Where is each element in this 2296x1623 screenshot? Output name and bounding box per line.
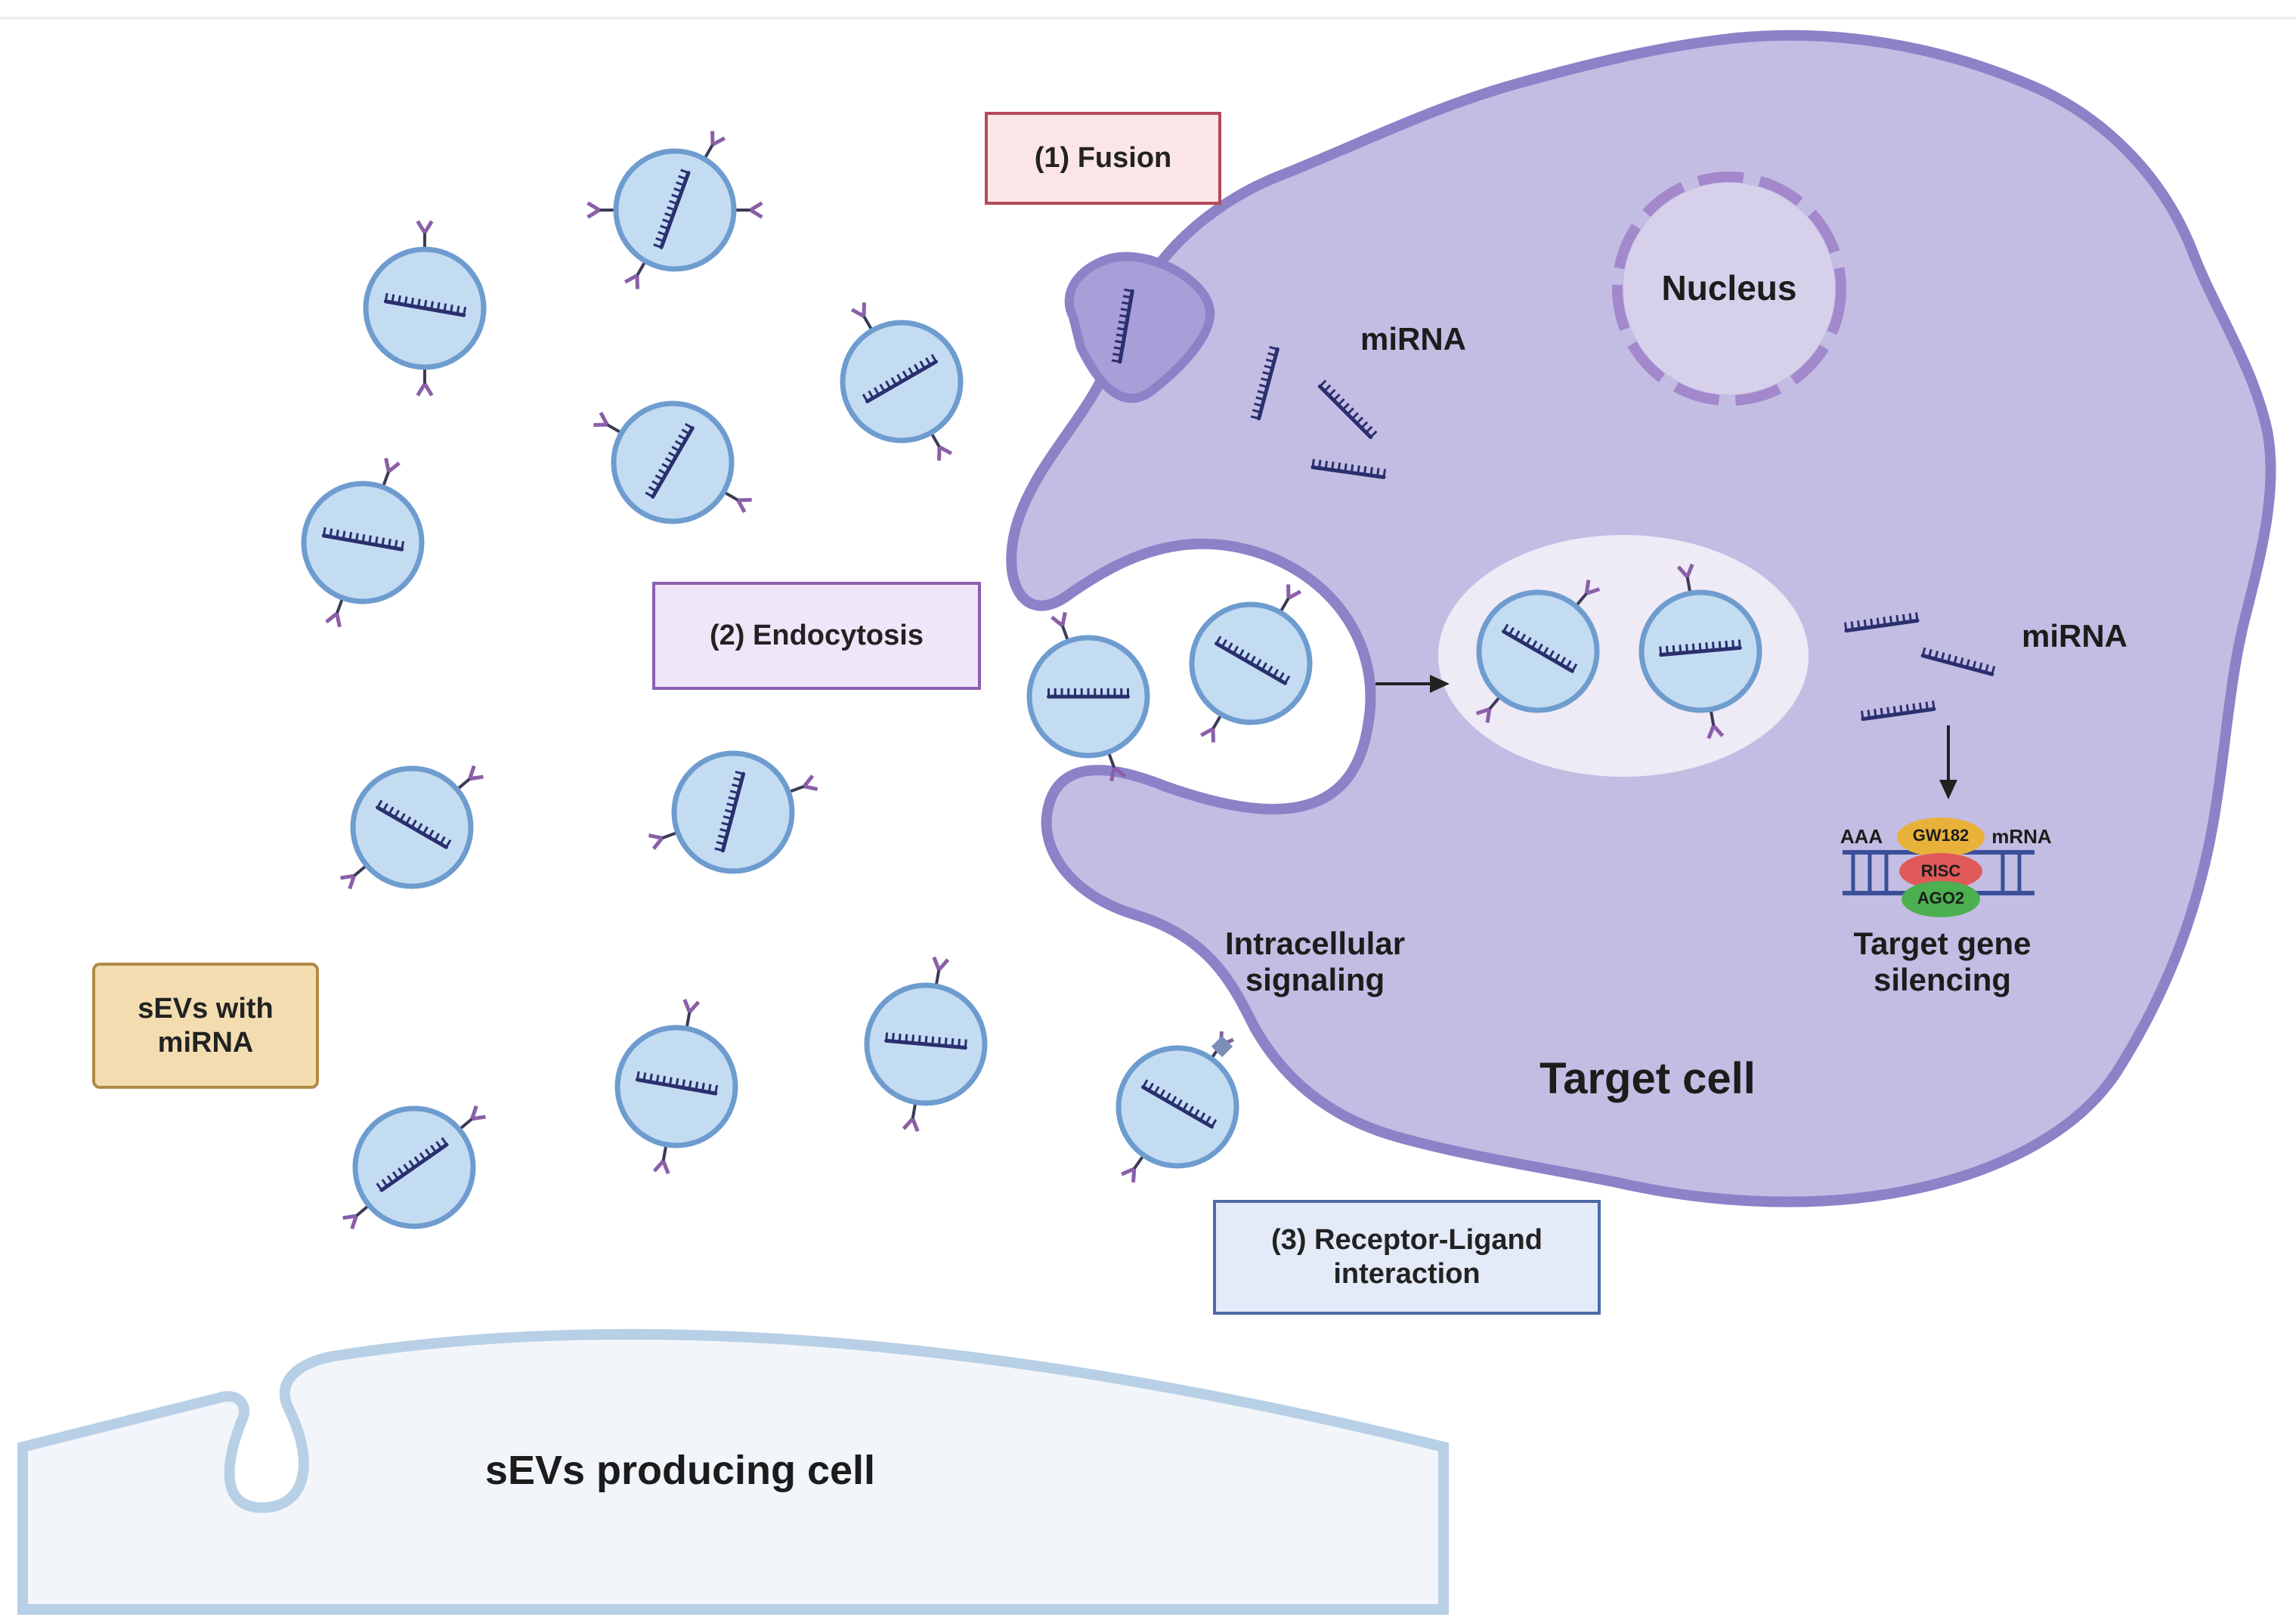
mirna-label-right: miRNA: [2014, 618, 2135, 654]
vesicle-icon: [588, 131, 763, 289]
vesicle-icon: [304, 458, 422, 626]
aaa-label: AAA: [1835, 826, 1888, 849]
vesicle-icon: [1029, 612, 1147, 781]
vesicle-icon: [617, 1000, 735, 1173]
vesicle-icon: [867, 957, 985, 1131]
vesicle-icon: [843, 302, 961, 460]
target-gene-label: Target gene silencing: [1836, 926, 2048, 999]
fusion-label-box: (1) Fusion: [985, 112, 1221, 205]
target-cell-label: Target cell: [1527, 1054, 1768, 1105]
vesicle-icon: [648, 753, 817, 871]
sevs-label-line1: sEVs with: [138, 992, 274, 1026]
mrna-label: mRNA: [1988, 826, 2056, 849]
intracellular-label-line2: signaling: [1224, 962, 1406, 998]
endocytosis-label-box: (2) Endocytosis: [652, 582, 981, 690]
endocytosis-label: (2) Endocytosis: [710, 619, 924, 653]
sevs-label-line2: miRNA: [158, 1026, 254, 1060]
sevs-label-box: sEVs with miRNA: [92, 963, 319, 1089]
receptor-ligand-label-line1: (3) Receptor-Ligand: [1271, 1223, 1543, 1257]
risc-label: RISC: [1912, 861, 1970, 880]
intracellular-label: Intracellular signaling: [1224, 926, 1406, 999]
vesicle-icon: [341, 766, 484, 889]
producing-cell-label: sEVs producing cell: [469, 1447, 892, 1494]
nucleus-label: Nucleus: [1654, 268, 1805, 308]
ago2-label: AGO2: [1912, 889, 1970, 907]
vesicle-icon: [593, 403, 751, 521]
intracellular-label-line1: Intracellular: [1224, 926, 1406, 962]
vesicle-icon: [366, 221, 484, 396]
vesicle-icon: [1119, 1031, 1236, 1182]
receptor-ligand-label-box: (3) Receptor-Ligand interaction: [1213, 1200, 1601, 1315]
gw182-label: GW182: [1905, 826, 1977, 845]
vesicle-icon: [1192, 584, 1310, 742]
vesicle-icon: [343, 1106, 486, 1229]
mirna-label-top: miRNA: [1353, 321, 1474, 357]
target-gene-label-line1: Target gene: [1836, 926, 2048, 962]
fusion-label: (1) Fusion: [1035, 141, 1172, 175]
target-gene-label-line2: silencing: [1836, 962, 2048, 998]
receptor-ligand-label-line2: interaction: [1333, 1257, 1480, 1291]
